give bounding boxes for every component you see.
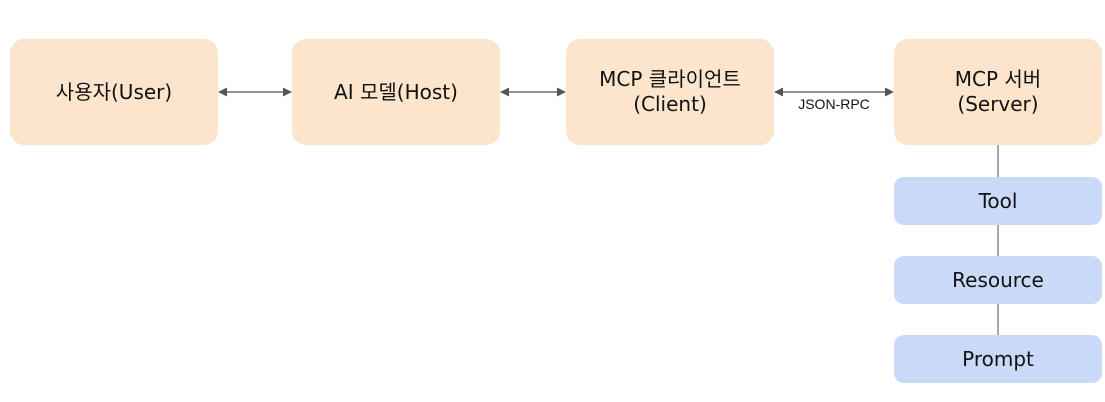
node-server-label-line1: MCP 서버 (954, 67, 1042, 91)
node-user: 사용자(User) (10, 39, 218, 145)
node-prompt: Prompt (894, 335, 1102, 383)
node-server-label-line2: (Server) (957, 92, 1039, 116)
node-user-label: 사용자(User) (55, 79, 173, 104)
node-host-label: AI 모델(Host) (334, 79, 458, 104)
edge-label-json-rpc: JSON-RPC (798, 96, 870, 112)
node-host: AI 모델(Host) (292, 39, 500, 145)
node-client: MCP 클라이언트 (Client) (566, 39, 774, 145)
node-client-label-line2: (Client) (633, 92, 707, 116)
node-resource: Resource (894, 256, 1102, 304)
node-tool: Tool (894, 177, 1102, 225)
node-server: MCP 서버 (Server) (894, 39, 1102, 145)
node-tool-label: Tool (978, 188, 1018, 213)
node-resource-label: Resource (952, 267, 1044, 292)
node-client-label-line1: MCP 클라이언트 (599, 67, 741, 91)
node-prompt-label: Prompt (962, 346, 1034, 371)
